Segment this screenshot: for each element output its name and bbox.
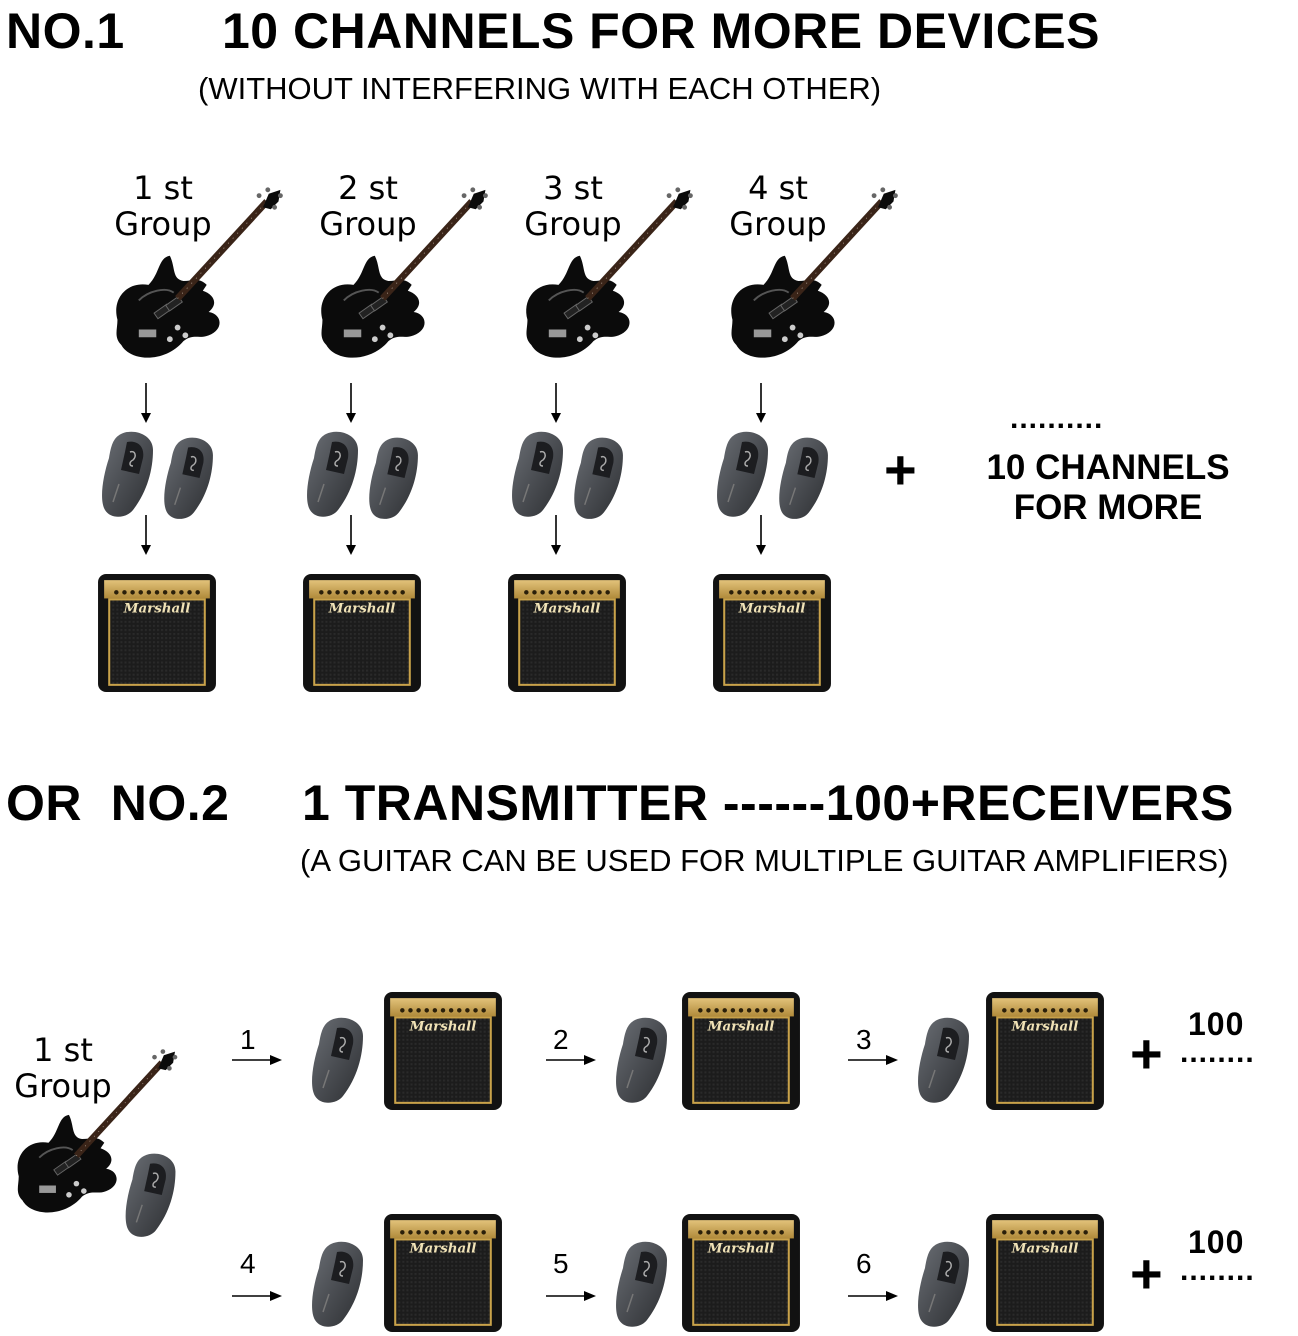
group-label-line2: Group — [524, 205, 622, 243]
wireless-receiver-icon — [612, 1016, 674, 1106]
section2-title: 1 TRANSMITTER ------100+RECEIVERS — [302, 775, 1234, 831]
step-number-3: 3 — [856, 1024, 872, 1055]
group-label-line2: Group — [114, 205, 212, 243]
wireless-transmitter-icon — [120, 1152, 184, 1240]
wireless-receiver-icon — [308, 1016, 370, 1106]
plus-sign: + — [884, 438, 917, 501]
group-label-line2: Group — [14, 1067, 112, 1105]
wireless-receiver-icon — [612, 1240, 674, 1330]
down-arrow-icon — [755, 514, 767, 556]
plus-sign: + — [1130, 1242, 1163, 1305]
bass-guitar-icon — [104, 184, 290, 378]
down-arrow-icon — [140, 514, 152, 556]
guitar-amplifier-icon: Marshall — [382, 990, 504, 1112]
right-arrow-icon — [232, 1290, 282, 1302]
down-arrow-icon — [550, 382, 562, 424]
bass-guitar-icon — [514, 184, 700, 378]
bass-guitar-icon — [309, 184, 495, 378]
wireless-transmitter-icon — [303, 430, 365, 520]
more-dots: ........ — [1180, 1036, 1255, 1069]
group-label-3: 3 st Group — [498, 170, 648, 242]
amp-brand-logo: Marshall — [1011, 1018, 1079, 1034]
amp-brand-logo: Marshall — [738, 600, 806, 616]
down-arrow-icon — [345, 382, 357, 424]
step-number-5: 5 — [553, 1248, 569, 1279]
guitar-amplifier-icon: Marshall — [984, 1212, 1106, 1334]
amp-brand-logo: Marshall — [533, 600, 601, 616]
right-arrow-icon — [848, 1054, 898, 1066]
plus-sign: + — [1130, 1022, 1163, 1085]
amp-brand-logo: Marshall — [1011, 1240, 1079, 1256]
amp-brand-logo: Marshall — [707, 1240, 775, 1256]
receiver-count: 100 — [1188, 1006, 1245, 1042]
right-arrow-icon — [546, 1290, 596, 1302]
guitar-amplifier-icon: Marshall — [96, 572, 218, 694]
section1-subtitle: (WITHOUT INTERFERING WITH EACH OTHER) — [198, 71, 882, 106]
group-label-line1: 4 st — [748, 169, 808, 207]
amp-brand-logo: Marshall — [707, 1018, 775, 1034]
step-number-2: 2 — [553, 1024, 569, 1055]
amp-brand-logo: Marshall — [409, 1018, 477, 1034]
guitar-amplifier-icon: Marshall — [382, 1212, 504, 1334]
wireless-receiver-icon — [914, 1016, 976, 1106]
group-label-line1: 1 st — [133, 169, 193, 207]
section1-title: 10 CHANNELS FOR MORE DEVICES — [222, 3, 1101, 59]
guitar-amplifier-icon: Marshall — [680, 1212, 802, 1334]
wireless-transmitter-icon — [98, 430, 160, 520]
group-label-2: 2 st Group — [293, 170, 443, 242]
group-label-4: 4 st Group — [703, 170, 853, 242]
amp-brand-logo: Marshall — [328, 600, 396, 616]
right-arrow-icon — [848, 1290, 898, 1302]
wireless-receiver-icon — [365, 436, 425, 522]
guitar-amplifier-icon: Marshall — [984, 990, 1106, 1112]
down-arrow-icon — [345, 514, 357, 556]
amp-brand-logo: Marshall — [123, 600, 191, 616]
step-number-1: 1 — [240, 1024, 256, 1055]
step-number-6: 6 — [856, 1248, 872, 1279]
wireless-receiver-icon — [914, 1240, 976, 1330]
right-arrow-icon — [546, 1054, 596, 1066]
group-label: 1 st Group — [0, 1032, 138, 1104]
wireless-transmitter-icon — [713, 430, 775, 520]
section2-subtitle: (A GUITAR CAN BE USED FOR MULTIPLE GUITA… — [300, 843, 1229, 878]
down-arrow-icon — [550, 514, 562, 556]
more-channels-label: 10 CHANNELS FOR MORE — [968, 448, 1248, 528]
step-number-4: 4 — [240, 1248, 256, 1279]
more-dots: .......... — [1010, 402, 1104, 435]
group-label-line1: 3 st — [543, 169, 603, 207]
group-label-1: 1 st Group — [88, 170, 238, 242]
group-label-line2: Group — [729, 205, 827, 243]
down-arrow-icon — [755, 382, 767, 424]
more-channels-line2: FOR MORE — [1013, 488, 1203, 527]
guitar-amplifier-icon: Marshall — [711, 572, 833, 694]
wireless-transmitter-icon — [508, 430, 570, 520]
down-arrow-icon — [140, 382, 152, 424]
group-label-line1: 2 st — [338, 169, 398, 207]
guitar-amplifier-icon: Marshall — [301, 572, 423, 694]
wireless-receiver-icon — [160, 436, 220, 522]
wireless-receiver-icon — [308, 1240, 370, 1330]
guitar-amplifier-icon: Marshall — [680, 990, 802, 1112]
bass-guitar-icon — [719, 184, 905, 378]
group-label-line2: Group — [319, 205, 417, 243]
section2-label: OR NO.2 — [6, 775, 230, 831]
receiver-count: 100 — [1188, 1224, 1245, 1260]
amp-brand-logo: Marshall — [409, 1240, 477, 1256]
section1-label: NO.1 — [6, 3, 125, 59]
right-arrow-icon — [232, 1054, 282, 1066]
wireless-receiver-icon — [775, 436, 835, 522]
wireless-receiver-icon — [570, 436, 630, 522]
more-channels-line1: 10 CHANNELS — [986, 448, 1230, 487]
more-dots: ........ — [1180, 1254, 1255, 1287]
guitar-amplifier-icon: Marshall — [506, 572, 628, 694]
group-label-line1: 1 st — [33, 1031, 93, 1069]
